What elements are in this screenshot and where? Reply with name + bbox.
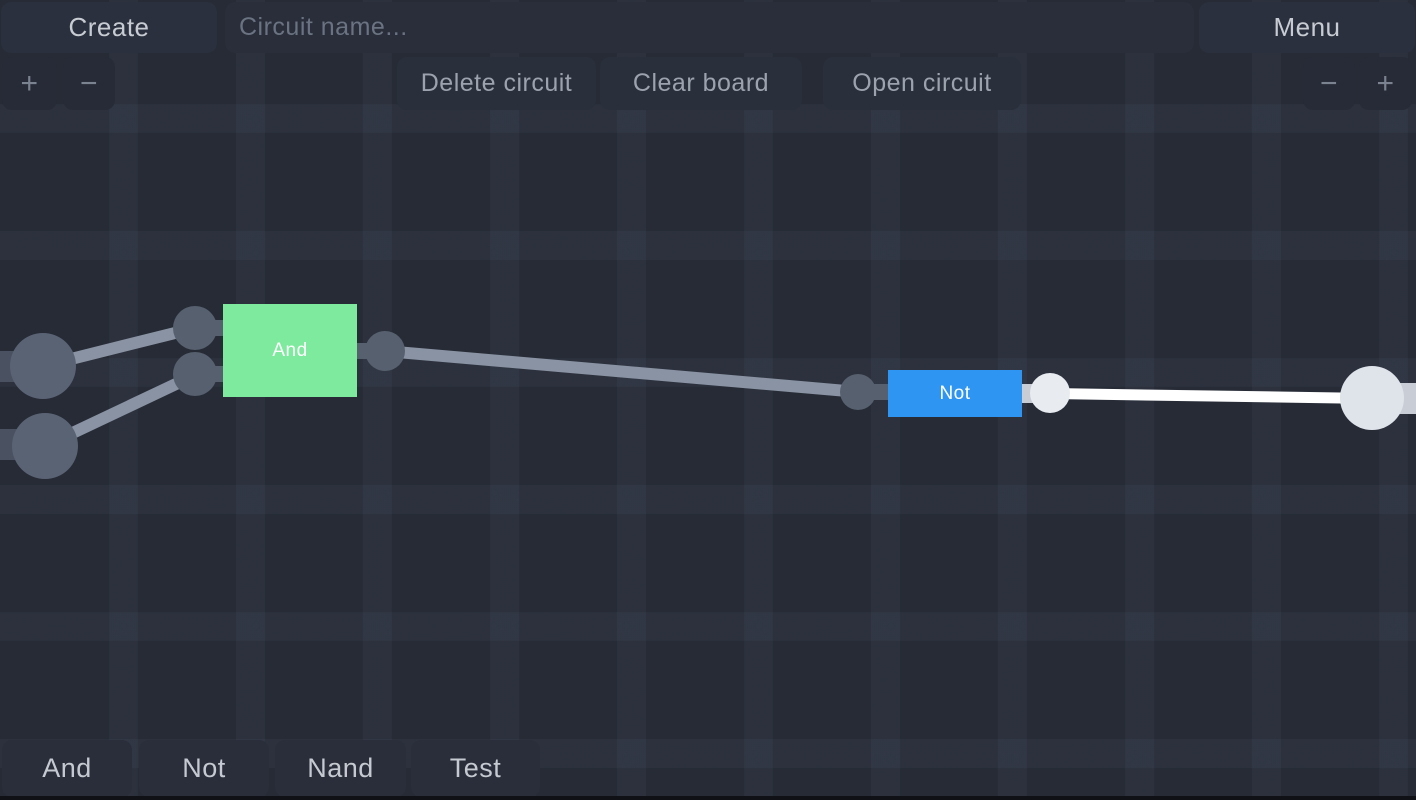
clear-board-button[interactable]: Clear board xyxy=(600,57,802,110)
board-input-pin-2[interactable] xyxy=(12,413,78,479)
palette-item-test[interactable]: Test xyxy=(411,740,540,797)
open-circuit-button[interactable]: Open circuit xyxy=(823,57,1021,110)
not-output-node[interactable] xyxy=(1030,373,1070,413)
and-input-node-1[interactable] xyxy=(173,306,217,350)
zoom-out-button-right[interactable]: − xyxy=(1303,57,1355,110)
zoom-out-button-left[interactable]: − xyxy=(63,57,115,110)
menu-button[interactable]: Menu xyxy=(1199,2,1415,53)
and-output-node[interactable] xyxy=(365,331,405,371)
palette-item-nand[interactable]: Nand xyxy=(275,740,406,797)
palette-item-not[interactable]: Not xyxy=(139,740,269,797)
not-gate-label: Not xyxy=(939,382,971,404)
wire-and-to-not xyxy=(384,345,859,398)
wire-not-to-output xyxy=(1049,388,1375,405)
delete-circuit-button[interactable]: Delete circuit xyxy=(397,57,596,110)
not-input-node[interactable] xyxy=(840,374,876,410)
palette-item-and[interactable]: And xyxy=(2,740,132,797)
zoom-in-button-right[interactable]: + xyxy=(1359,57,1412,110)
board-input-pin-1[interactable] xyxy=(10,333,76,399)
and-gate-label: And xyxy=(272,339,308,361)
create-button[interactable]: Create xyxy=(1,2,217,53)
board-output-pin[interactable] xyxy=(1340,366,1404,430)
not-gate[interactable]: Not xyxy=(888,370,1022,417)
and-input-node-2[interactable] xyxy=(173,352,217,396)
zoom-in-button-left[interactable]: + xyxy=(2,57,57,110)
circuit-name-input[interactable] xyxy=(225,2,1194,53)
bottom-edge-strip xyxy=(0,796,1416,800)
and-gate[interactable]: And xyxy=(223,304,357,397)
